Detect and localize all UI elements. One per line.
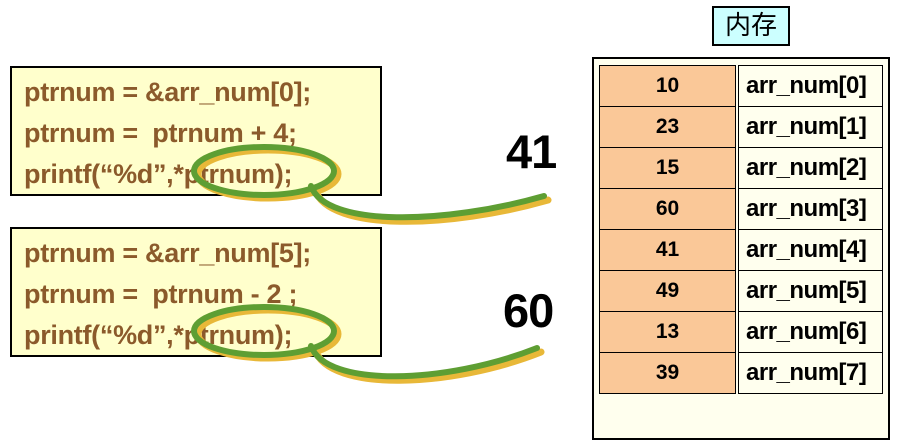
memory-table: 10 arr_num[0] 23 arr_num[1] 15 arr_num[2… bbox=[592, 57, 890, 440]
memory-cell-label: arr_num[1] bbox=[738, 106, 883, 148]
memory-cell-label: arr_num[7] bbox=[738, 352, 883, 394]
code-line: ptrnum = ptrnum + 4; bbox=[24, 118, 297, 148]
memory-cell-label: arr_num[3] bbox=[738, 188, 883, 230]
memory-cell-value: 39 bbox=[599, 352, 737, 394]
table-row: 39 arr_num[7] bbox=[599, 352, 883, 394]
result-value-1: 41 bbox=[506, 125, 557, 178]
code-line: ptrnum = &arr_num[5]; bbox=[24, 238, 311, 268]
table-row: 15 arr_num[2] bbox=[599, 147, 883, 189]
code-block-2: ptrnum = &arr_num[5]; ptrnum = ptrnum - … bbox=[10, 227, 382, 357]
memory-cell-label: arr_num[4] bbox=[738, 229, 883, 271]
memory-cell-label: arr_num[0] bbox=[738, 65, 883, 107]
table-row: 23 arr_num[1] bbox=[599, 106, 883, 148]
code-line: ptrnum = ptrnum - 2 ; bbox=[24, 279, 298, 309]
memory-cell-value: 15 bbox=[599, 147, 737, 189]
code-block-1: ptrnum = &arr_num[0]; ptrnum = ptrnum + … bbox=[10, 66, 382, 196]
memory-cell-value: 13 bbox=[599, 311, 737, 353]
table-row: 49 arr_num[5] bbox=[599, 270, 883, 312]
memory-cell-value: 23 bbox=[599, 106, 737, 148]
memory-cell-value: 49 bbox=[599, 270, 737, 312]
memory-cell-value: 60 bbox=[599, 188, 737, 230]
table-row-empty bbox=[599, 393, 883, 433]
memory-header-label: 内存 bbox=[712, 6, 790, 46]
table-row: 10 arr_num[0] bbox=[599, 65, 883, 107]
table-row: 41 arr_num[4] bbox=[599, 229, 883, 271]
memory-cell-value: 10 bbox=[599, 65, 737, 107]
code-line: printf(“%d”,*ptrnum); bbox=[24, 320, 293, 350]
memory-cell-label: arr_num[5] bbox=[738, 270, 883, 312]
result-value-2: 60 bbox=[503, 284, 554, 337]
table-row: 13 arr_num[6] bbox=[599, 311, 883, 353]
table-row: 60 arr_num[3] bbox=[599, 188, 883, 230]
code-line: printf(“%d”,*ptrnum); bbox=[24, 159, 293, 189]
memory-cell-label: arr_num[2] bbox=[738, 147, 883, 189]
code-line: ptrnum = &arr_num[0]; bbox=[24, 77, 311, 107]
memory-cell-label: arr_num[6] bbox=[738, 311, 883, 353]
memory-cell-value: 41 bbox=[599, 229, 737, 271]
